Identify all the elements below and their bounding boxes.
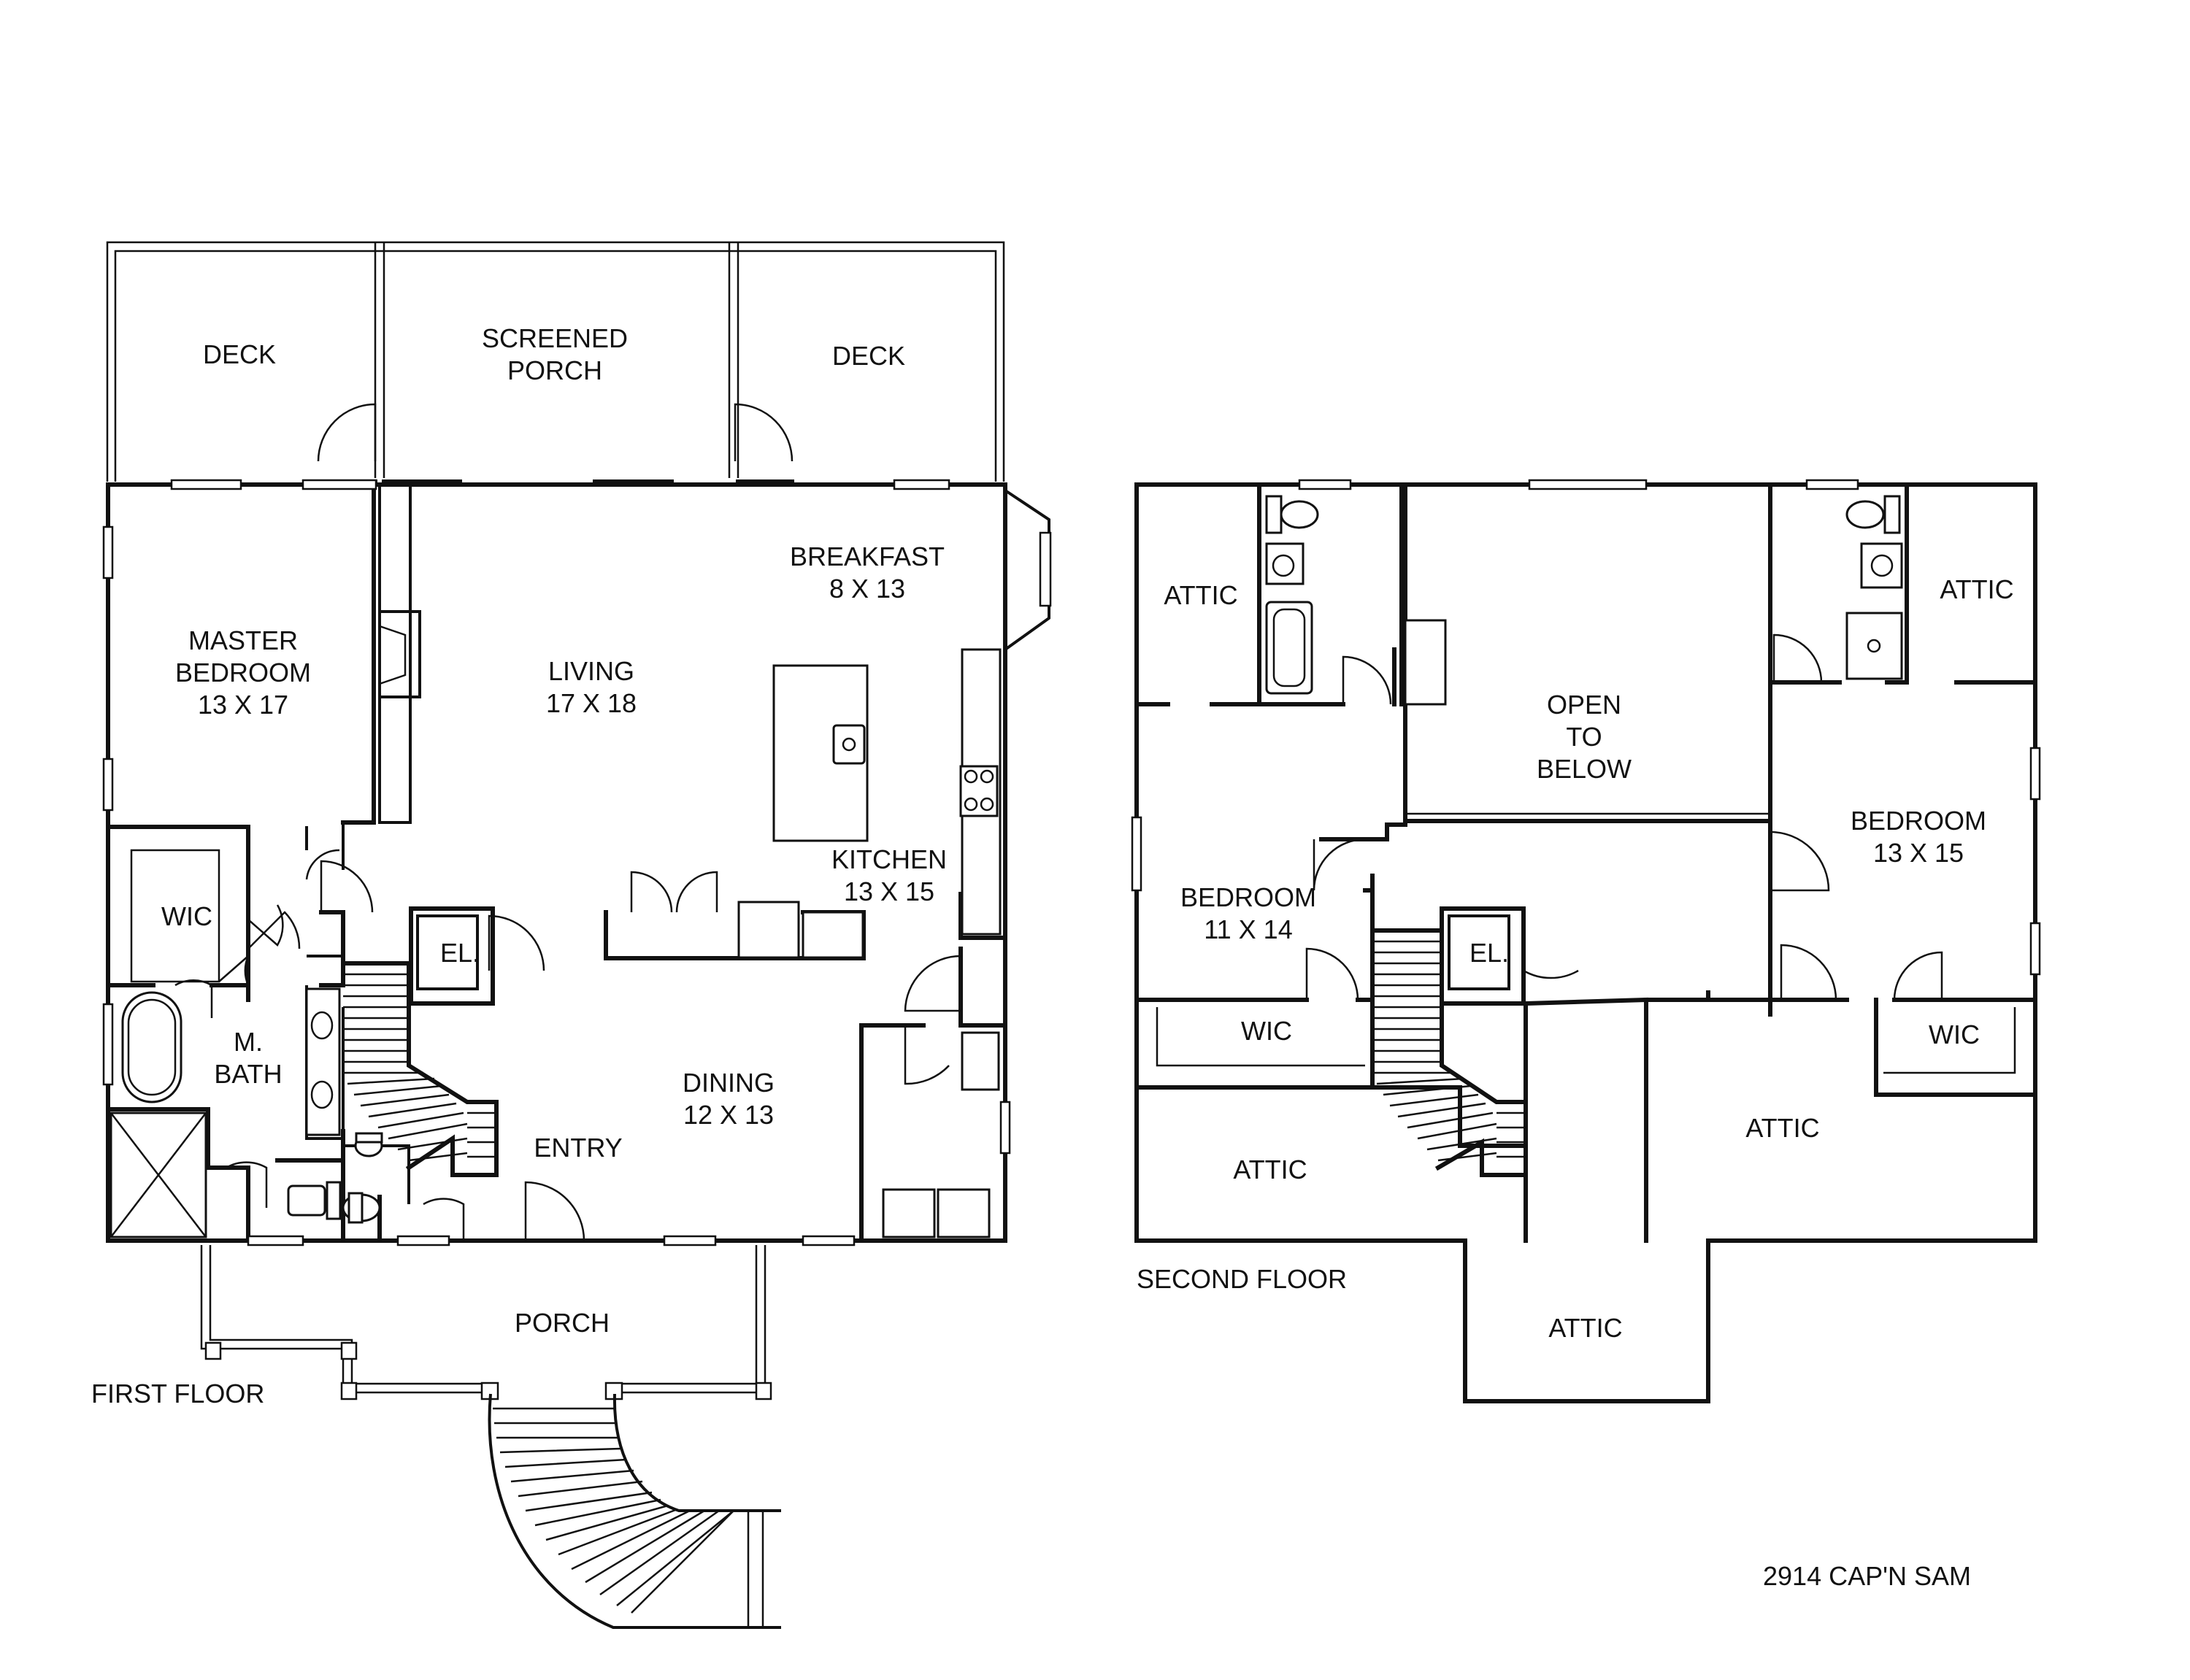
stair-second — [1370, 928, 1528, 1177]
kitchen-island — [772, 664, 869, 842]
wic-shelving — [130, 849, 284, 986]
deck-railing — [106, 241, 1005, 484]
second-floor-exterior-walls — [1134, 482, 2037, 1403]
label-deck-right: DECK — [832, 341, 905, 371]
first-floor — [102, 241, 1052, 1629]
label-master-bath: M.BATH — [214, 1027, 282, 1089]
second-floor-windows — [1131, 479, 2041, 976]
caption-second-floor: SECOND FLOOR — [1137, 1264, 1347, 1294]
first-floor-interior-walls — [106, 482, 1007, 1243]
bath-left-fixtures — [1265, 495, 1392, 705]
label-wic-right: WIC — [1929, 1020, 1980, 1049]
label-porch: PORCH — [515, 1308, 610, 1338]
caption-first-floor: FIRST FLOOR — [91, 1379, 264, 1409]
label-elevator-second: EL. — [1469, 938, 1509, 968]
second-floor-doors — [1305, 831, 1943, 1001]
bay-window — [1004, 489, 1052, 651]
interior-stair — [341, 961, 499, 1177]
label-attic-bottom-right: ATTIC — [1745, 1113, 1819, 1143]
label-wic: WIC — [161, 901, 212, 931]
second-floor — [1131, 479, 2041, 1403]
bath-right-fixtures — [1772, 495, 1903, 683]
label-attic-bottom-left: ATTIC — [1233, 1155, 1307, 1184]
first-floor-doors — [174, 849, 961, 1241]
label-attic-bottom-center: ATTIC — [1548, 1313, 1622, 1343]
second-floor-interior-walls — [1134, 482, 2037, 1243]
label-entry: ENTRY — [534, 1133, 622, 1163]
front-porch-railing — [200, 1245, 772, 1400]
kitchen-counters — [604, 648, 1002, 1238]
chimney-second — [1404, 619, 1447, 706]
label-attic-top-left: ATTIC — [1164, 580, 1237, 610]
fireplace — [378, 485, 421, 824]
label-wic-left: WIC — [1241, 1016, 1292, 1046]
label-attic-top-right: ATTIC — [1940, 574, 2013, 604]
captions: FIRST FLOOR SECOND FLOOR 2914 CAP'N SAM — [91, 1264, 1971, 1591]
porch-door-left — [317, 403, 377, 462]
front-stair — [488, 1393, 781, 1629]
caption-address: 2914 CAP'N SAM — [1763, 1561, 1971, 1591]
first-floor-windows — [102, 479, 1011, 1246]
closet-shelving — [1156, 1007, 2016, 1074]
master-bath-fixtures — [110, 987, 383, 1238]
porch-door-right — [734, 403, 794, 462]
label-deck-left: DECK — [203, 339, 276, 369]
elevator-first — [409, 906, 495, 1006]
label-elevator-first: EL. — [440, 938, 480, 968]
